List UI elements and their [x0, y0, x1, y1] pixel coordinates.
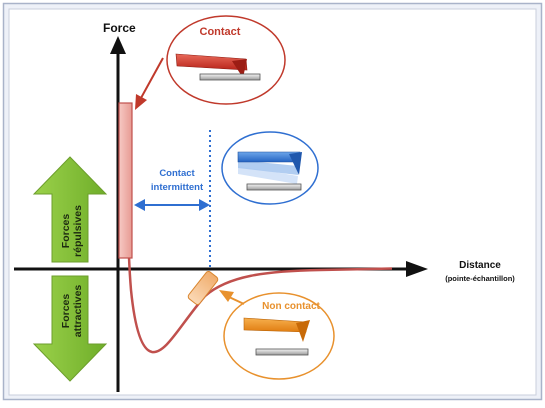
non-contact-pointer-line	[228, 296, 245, 305]
repulsive-forces-label-line1: Forces	[60, 214, 72, 249]
repulsive-forces-label-line2: répulsives	[72, 205, 84, 257]
non-contact-mode-label: Non contact	[262, 301, 320, 312]
contact-mode-label: Contact	[200, 26, 241, 38]
intermittent-label-line1: Contact	[159, 168, 195, 179]
contact-pointer-arrowhead	[135, 94, 147, 110]
attractive-forces-label-line2: attractives	[72, 285, 84, 338]
contact-pointer-line	[140, 57, 164, 99]
attractive-forces-arrow	[32, 275, 108, 382]
non-contact-mode-ellipse	[223, 292, 335, 380]
contact-region-bar	[118, 102, 133, 259]
intermittent-cantilever-icon	[237, 151, 302, 191]
y-axis-arrowhead	[110, 36, 126, 54]
non-contact-region-bar	[187, 271, 219, 305]
intermittent-arrowhead-right	[199, 199, 210, 211]
non-contact-pointer-arrowhead	[219, 290, 234, 302]
non-contact-cantilever-icon	[243, 317, 310, 356]
contact-cantilever-icon	[175, 53, 261, 81]
x-axis-label: Distance	[459, 260, 501, 271]
intermittent-arrowhead-left	[134, 199, 145, 211]
y-axis-label: Force	[103, 21, 136, 35]
repulsive-forces-arrow	[32, 156, 108, 263]
intermittent-label-line2: intermittent	[151, 182, 204, 193]
attractive-forces-label-line1: Forces	[60, 294, 72, 329]
x-axis-sublabel: (pointe-échantillon)	[445, 274, 515, 283]
x-axis-arrowhead	[406, 261, 428, 277]
